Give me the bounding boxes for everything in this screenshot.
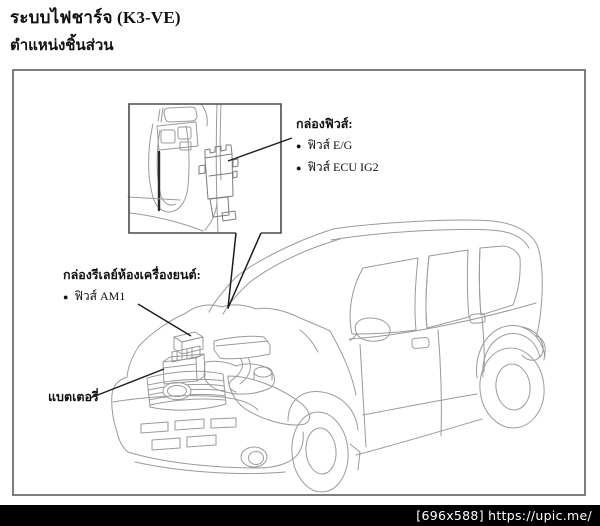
engine-relay-box-callout-heading: กล่องรีเลย์ห้องเครื่องยนต์: [63, 268, 201, 282]
bullet-icon: ● [296, 140, 302, 151]
fuse-ecu-ig2-label: ฟิวส์ ECU IG2 [307, 160, 379, 175]
diagram-frame [12, 69, 586, 496]
watermark-bar: [696x588] https://upic.me/ [0, 505, 600, 526]
watermark-text: [696x588] https://upic.me/ [416, 508, 592, 523]
fuse-box-callout-item: ● ฟิวส์ E/G [296, 139, 379, 153]
engine-relay-box-callout: กล่องรีเลย์ห้องเครื่องยนต์: ● ฟิวส์ AM1 [63, 268, 201, 304]
fuse-am1-label: ฟิวส์ AM1 [74, 289, 126, 304]
engine-relay-box-callout-item: ● ฟิวส์ AM1 [63, 290, 201, 304]
page-subtitle: ตำแหน่งชิ้นส่วน [10, 38, 114, 54]
fuse-eg-label: ฟิวส์ E/G [307, 138, 353, 153]
page-title: ระบบไฟชาร์จ (K3-VE) [10, 8, 181, 27]
battery-callout-label: แบตเตอรี่ [48, 390, 99, 404]
fuse-box-callout-item: ● ฟิวส์ ECU IG2 [296, 160, 379, 175]
fuse-box-callout: กล่องฟิวส์: ● ฟิวส์ E/G ● ฟิวส์ ECU IG2 [296, 117, 379, 175]
bullet-icon: ● [296, 162, 302, 173]
bullet-icon: ● [63, 291, 69, 302]
fuse-box-callout-heading: กล่องฟิวส์: [296, 117, 353, 131]
